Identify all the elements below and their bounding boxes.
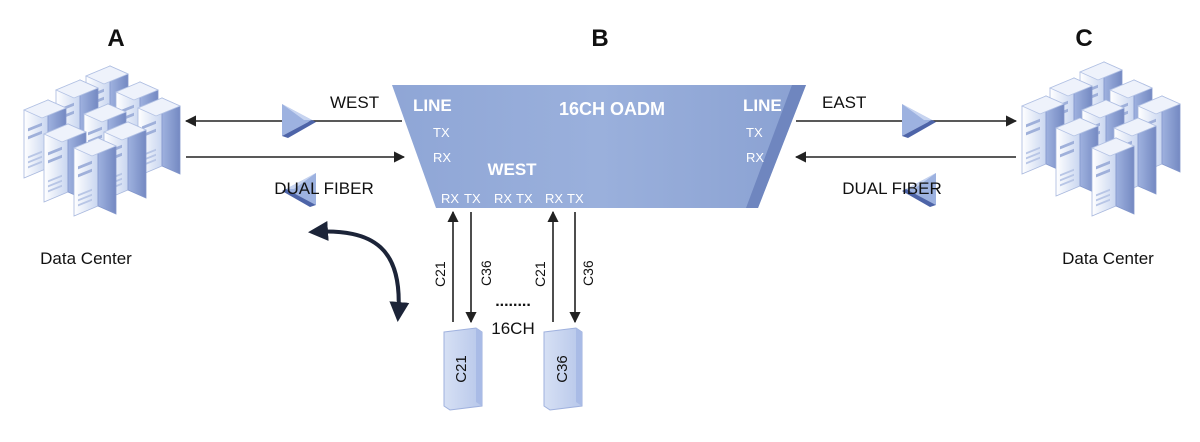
oadm-right-rx-label: RX — [746, 150, 764, 165]
east-fiber-label: DUAL FIBER — [842, 179, 942, 198]
oadm-device — [392, 85, 806, 208]
oadm-left-line-label: LINE — [413, 96, 452, 115]
east-link-label: EAST — [822, 93, 866, 112]
channel-2-tx-label: C36 — [580, 260, 596, 286]
west-link-label: WEST — [330, 93, 379, 112]
west-prism-right-icon — [282, 104, 316, 138]
node-a-caption: Data Center — [40, 249, 132, 268]
oadm-right-line-label: LINE — [743, 96, 782, 115]
port-label: RX — [441, 191, 459, 206]
west-fiber-label: DUAL FIBER — [274, 179, 374, 198]
oadm-left-tx-label: TX — [433, 125, 450, 140]
port-label: TX — [516, 191, 533, 206]
node-c-letter: C — [1075, 25, 1092, 52]
oadm-left-rx-label: RX — [433, 150, 451, 165]
module-1-label: C21 — [453, 355, 470, 383]
server-cluster-c-icon — [1021, 61, 1181, 217]
port-label: RX — [494, 191, 512, 206]
node-c-caption: Data Center — [1062, 249, 1154, 268]
curved-arrow-icon — [308, 220, 410, 322]
module-c36 — [543, 327, 583, 411]
channel-1-tx-label: C36 — [478, 260, 494, 286]
channel-2-rx-label: C21 — [532, 261, 548, 287]
node-a-letter: A — [107, 25, 124, 52]
channel-count-label: 16CH — [491, 319, 534, 338]
oadm-port-labels: RX TX RX TX RX TX — [441, 191, 584, 206]
server-cluster-a-icon — [23, 65, 181, 217]
port-label: TX — [464, 191, 481, 206]
oadm-title: 16CH OADM — [559, 99, 665, 119]
port-label: RX — [545, 191, 563, 206]
node-b-letter: B — [591, 25, 608, 52]
channel-ellipsis: ........ — [495, 293, 531, 310]
east-prism-right-icon — [902, 104, 936, 138]
port-label: TX — [567, 191, 584, 206]
oadm-right-tx-label: TX — [746, 125, 763, 140]
module-c21 — [443, 327, 483, 411]
channel-1-rx-label: C21 — [432, 261, 448, 287]
oadm-west-label: WEST — [487, 160, 537, 179]
module-2-label: C36 — [554, 355, 571, 383]
